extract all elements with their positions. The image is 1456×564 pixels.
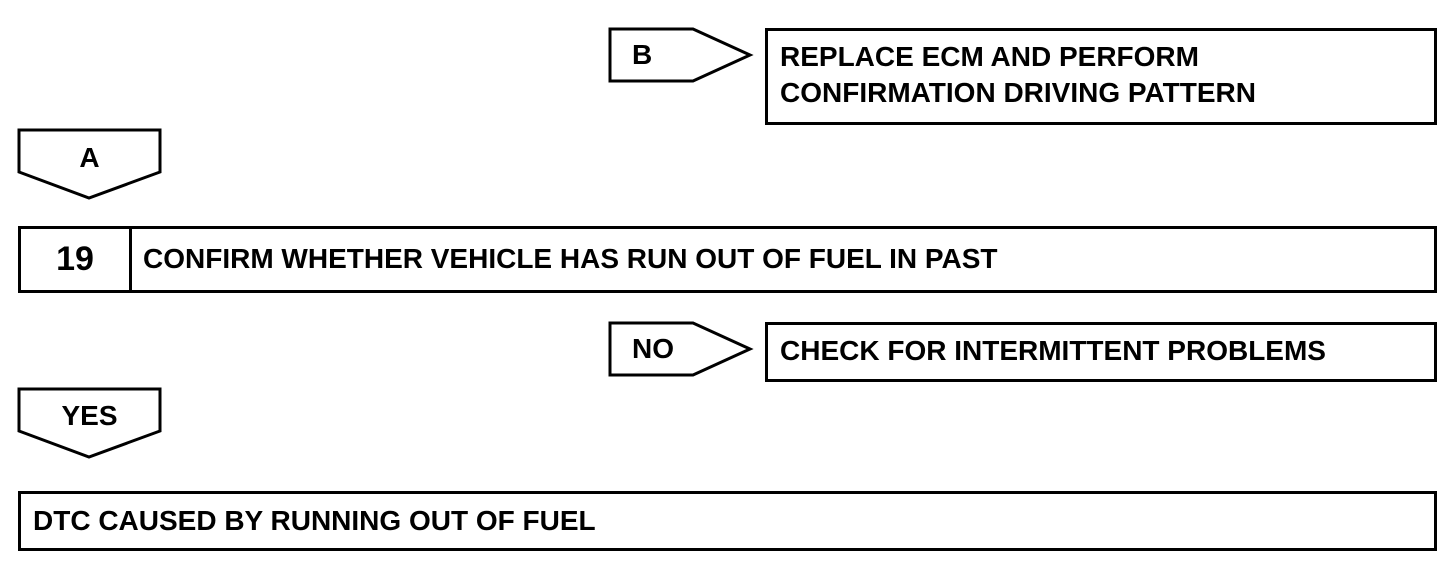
result-box: DTC CAUSED BY RUNNING OUT OF FUEL [18,491,1437,551]
branch-a-arrow [17,128,162,200]
branch-a-label: A [79,142,100,173]
replace-ecm-line-1: REPLACE ECM AND PERFORM [780,41,1199,72]
branch-no-label: NO [632,333,674,364]
branch-b-arrow [608,27,754,83]
branch-no-arrow [608,321,754,377]
branch-b-label: B [632,39,653,70]
replace-ecm-line-2: CONFIRMATION DRIVING PATTERN [780,77,1256,108]
step-19-box: 19 CONFIRM WHETHER VEHICLE HAS RUN OUT O… [18,226,1437,293]
replace-ecm-box: REPLACE ECM AND PERFORM CONFIRMATION DRI… [765,28,1437,125]
check-intermittent-text: CHECK FOR INTERMITTENT PROBLEMS [780,335,1326,366]
branch-yes-label: YES [61,400,118,431]
step-number: 19 [56,240,94,278]
check-intermittent-box: CHECK FOR INTERMITTENT PROBLEMS [765,322,1437,382]
branch-yes-arrow [17,387,162,459]
step-text: CONFIRM WHETHER VEHICLE HAS RUN OUT OF F… [143,243,998,274]
result-text: DTC CAUSED BY RUNNING OUT OF FUEL [33,505,596,536]
step-number-cell: 19 [21,229,132,290]
